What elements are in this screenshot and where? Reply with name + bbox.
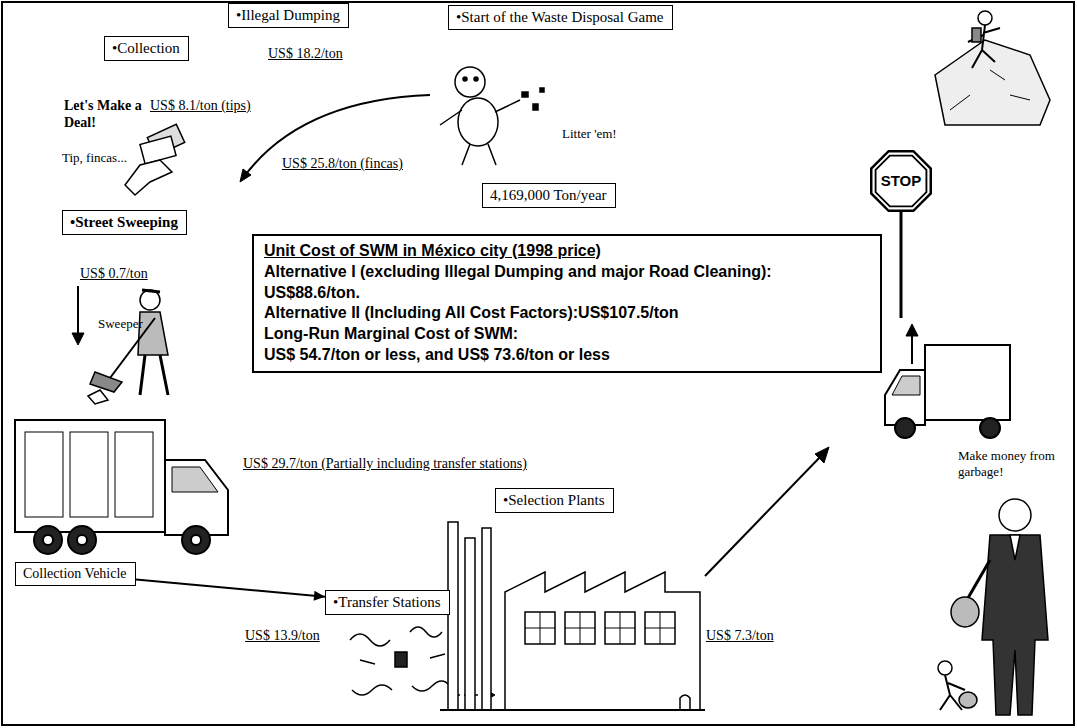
stop-sign: STOP [870, 150, 932, 212]
box-text: •Street Sweeping [70, 213, 178, 232]
stage-box: Collection Vehicle [15, 562, 136, 586]
stage-box: •Selection Plants [495, 488, 614, 513]
box-text: •Transfer Stations [333, 593, 441, 612]
box-text: •Selection Plants [503, 491, 605, 510]
box-text: 4,169,000 Ton/year [490, 186, 607, 205]
stage-box: •Transfer Stations [325, 590, 450, 615]
box-text: Alternative I (excluding Illegal Dumping… [264, 262, 870, 304]
businessman [938, 499, 1048, 715]
box-text: STOP [881, 172, 922, 191]
climber [935, 11, 1050, 125]
stage-box: •Illegal Dumping [228, 3, 349, 28]
cost-label: US$ 13.9/ton [245, 628, 320, 645]
curved-arrow [240, 95, 430, 182]
truck-to-stop-arrow [906, 324, 918, 364]
cost-label: US$ 18.2/ton [268, 46, 343, 63]
box-text: Long-Run Marginal Cost of SWM: [264, 324, 870, 345]
cost-label: US$ 25.8/ton (fincas) [282, 156, 403, 173]
note-label: Litter 'em! [562, 126, 617, 142]
box-text: •Illegal Dumping [236, 6, 340, 25]
arrow-head [314, 591, 325, 601]
note-label: Make money from garbage! [958, 448, 1058, 479]
cost-label: US$ 0.7/ton [80, 266, 148, 283]
box-text: Alternative II (Including All Cost Facto… [264, 303, 870, 324]
note-label: Tip, fincas... [62, 150, 127, 166]
note-label: Let's Make a Deal! [64, 98, 146, 132]
collection-truck [15, 420, 228, 554]
quantity-box: 4,169,000 Ton/year [482, 183, 616, 208]
stage-box: •Collection [104, 36, 189, 61]
hand-with-money [125, 124, 185, 195]
sweeper-figure [88, 290, 168, 404]
box-text: •Start of the Waste Disposal Game [456, 8, 663, 27]
stage-box: •Street Sweeping [62, 210, 187, 235]
plant-to-truck-arrow [705, 447, 829, 576]
stop-pole [901, 212, 902, 318]
cost-label: US$ 29.7/ton (Partially including transf… [243, 456, 527, 473]
note-label: Sweeper [98, 316, 143, 332]
box-text: US$ 54.7/ton or less, and US$ 73.6/ton o… [264, 345, 870, 366]
box-text: Collection Vehicle [23, 565, 127, 583]
cost-summary-box: Unit Cost of SWM in México city (1998 pr… [252, 234, 882, 373]
transfer-station-icon [350, 627, 450, 695]
cost-label: US$ 7.3/ton [706, 628, 774, 645]
start-box: •Start of the Waste Disposal Game [448, 5, 673, 30]
flow-arrow [136, 580, 325, 597]
litter-person [440, 67, 544, 165]
box-text: •Collection [112, 39, 180, 58]
box-heading: Unit Cost of SWM in México city (1998 pr… [264, 241, 870, 262]
selection-plant [440, 522, 705, 710]
cost-label: US$ 8.1/ton (tips) [150, 98, 251, 115]
sweeper-arrow [72, 286, 84, 345]
delivery-truck [885, 345, 1010, 438]
